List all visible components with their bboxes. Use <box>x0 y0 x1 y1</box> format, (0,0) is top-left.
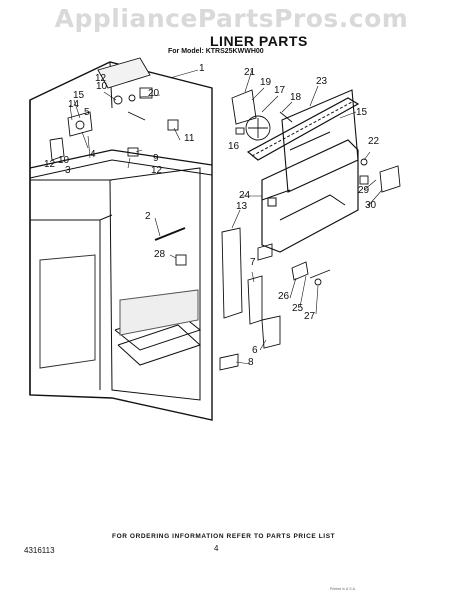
right-parts <box>359 158 401 193</box>
liner <box>29 61 213 421</box>
callout-2: 2 <box>145 211 151 222</box>
model-line: For Model: KTRS25KWWH00 <box>168 48 264 55</box>
fineprint-right: Printed in U.S.A. <box>330 587 356 591</box>
rail <box>246 97 360 161</box>
callout-16: 16 <box>228 141 240 152</box>
callout-27: 27 <box>304 311 316 322</box>
control-parts <box>49 57 179 161</box>
callout-8: 8 <box>248 357 254 368</box>
callout-17: 17 <box>274 85 286 96</box>
callout-3: 3 <box>65 165 71 176</box>
callout-12-top: 12 <box>95 73 107 84</box>
back-panel <box>261 89 359 253</box>
callout-19: 19 <box>260 77 272 88</box>
page-number: 4 <box>214 544 219 553</box>
side-strips <box>219 227 281 371</box>
callout-15-right: 15 <box>356 107 368 118</box>
ordering-note: FOR ORDERING INFORMATION REFER TO PARTS … <box>112 533 336 540</box>
callout-14: 14 <box>68 99 80 110</box>
callout-22: 22 <box>368 136 380 147</box>
callout-1: 1 <box>199 63 205 74</box>
document-code: 4316113 <box>24 546 55 555</box>
callout-5: 5 <box>84 107 90 118</box>
callout-11: 11 <box>184 133 195 144</box>
callout-20: 20 <box>148 88 160 99</box>
fan-assembly <box>231 89 293 141</box>
callout-29: 29 <box>358 185 370 196</box>
bottom-hardware <box>291 261 331 286</box>
callout-4: 4 <box>90 149 96 160</box>
small-parts <box>154 227 273 266</box>
callout-26: 26 <box>278 291 290 302</box>
leader-lines <box>69 69 383 365</box>
watermark: AppliancePartsPros.com <box>54 4 409 33</box>
callout-28: 28 <box>154 249 166 260</box>
callout-24: 24 <box>239 190 251 201</box>
callout-7: 7 <box>250 257 256 268</box>
callout-12-left: 12 <box>44 159 56 170</box>
callout-10-top: 10 <box>96 81 108 92</box>
callout-10-left: 10 <box>58 155 70 166</box>
callout-6: 6 <box>252 345 258 356</box>
diagram-title: LINER PARTS <box>210 33 308 49</box>
callout-15-left: 15 <box>73 90 85 101</box>
callout-13: 13 <box>236 201 248 212</box>
callout-25: 25 <box>292 303 304 314</box>
callout-12-mid: 12 <box>151 165 163 176</box>
callout-21: 21 <box>244 67 256 78</box>
callout-30: 30 <box>365 200 377 211</box>
callout-18: 18 <box>290 92 302 103</box>
callout-9: 9 <box>153 153 159 164</box>
callout-23: 23 <box>316 76 328 87</box>
